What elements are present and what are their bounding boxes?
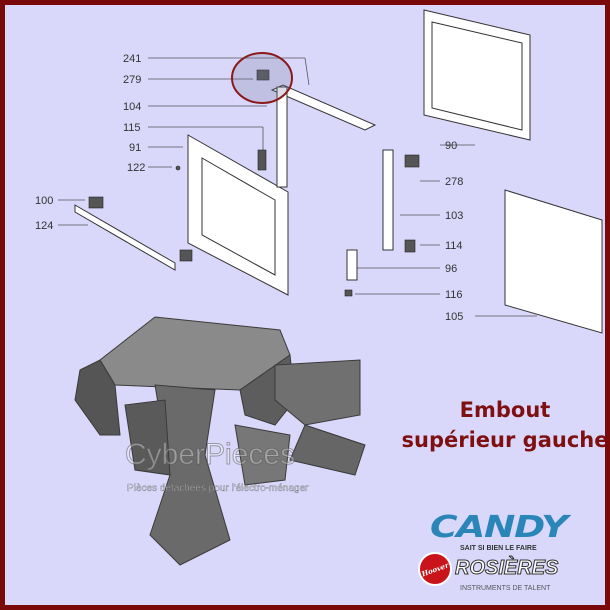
candy-tagline: SAIT SI BIEN LE FAIRE (460, 545, 537, 552)
rail-103 (382, 149, 394, 251)
inner-panel-105 (504, 189, 603, 334)
rosieres-tagline: INSTRUMENTS DE TALENT (460, 585, 551, 592)
callout-115: 115 (123, 122, 141, 134)
callout-122: 122 (127, 162, 145, 174)
callout-104: 104 (123, 101, 141, 113)
hoover-logo-text: Hoover (420, 559, 450, 579)
callout-90: 90 (445, 140, 457, 152)
bar-124 (74, 204, 176, 271)
callout-105: 105 (445, 311, 463, 323)
title-line-2: supérieur gauche (401, 428, 609, 452)
title-line-1: Embout (459, 398, 551, 422)
part-96 (346, 249, 358, 281)
highlight-circle (231, 52, 293, 104)
hoover-logo: Hoover (418, 552, 452, 586)
callout-241: 241 (123, 53, 141, 65)
callout-96: 96 (445, 263, 457, 275)
callout-100: 100 (35, 195, 53, 207)
callout-103: 103 (445, 210, 463, 222)
callout-114: 114 (445, 240, 463, 252)
door-glass-91 (187, 134, 289, 296)
glass-panel-90 (423, 9, 531, 141)
watermark-tagline: Pièces détachées pour l'électro-ménager (127, 483, 309, 494)
candy-logo: CANDY (430, 510, 568, 545)
callout-124: 124 (35, 220, 53, 232)
product-photo (74, 316, 366, 566)
callout-279: 279 (123, 74, 141, 86)
product-title: Embout supérieur gauche (400, 395, 609, 455)
watermark-logo: CyberPieces (124, 438, 296, 472)
exploded-diagram: 241 279 104 115 91 122 100 124 90 278 10… (35, 9, 603, 566)
rosieres-logo: ROSIÈRES (454, 557, 559, 580)
callout-278: 278 (445, 176, 463, 188)
callout-116: 116 (445, 289, 463, 301)
callout-91: 91 (129, 142, 141, 154)
rail-104 (276, 86, 288, 188)
part-279 (256, 69, 270, 81)
